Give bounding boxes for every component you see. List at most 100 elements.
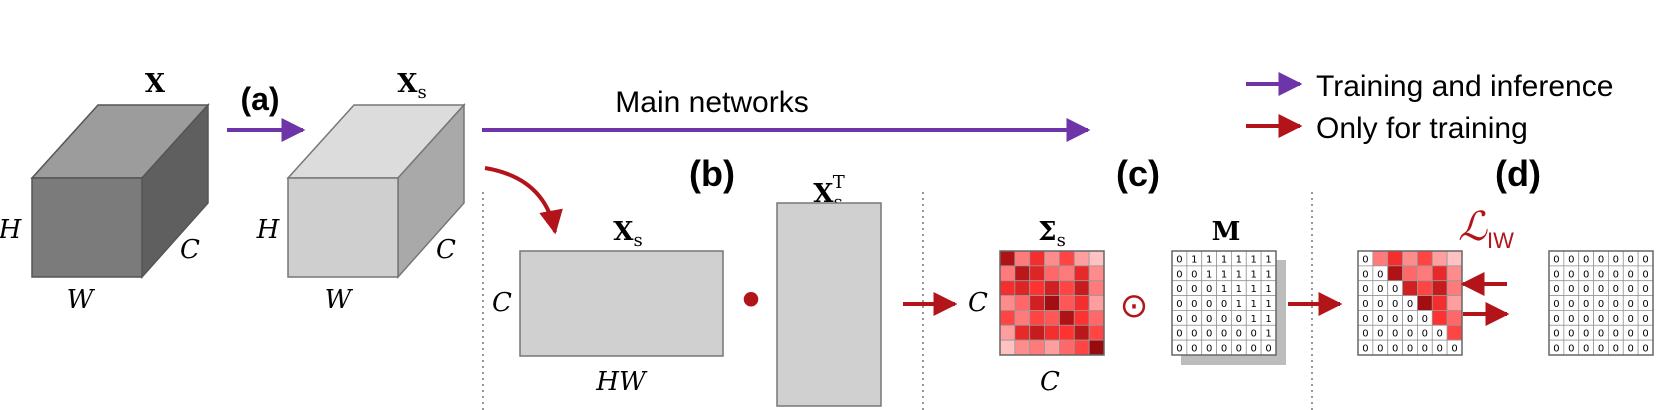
- zero-cell-text: 0: [1598, 299, 1604, 310]
- mask-cell-text: 1: [1265, 269, 1271, 280]
- sigma-cell: [1059, 265, 1075, 282]
- upper-cell-text: 0: [1392, 344, 1398, 355]
- sigma-cell: [1044, 310, 1060, 326]
- zero-cell-text: 0: [1553, 329, 1559, 340]
- zero-cell-text: 0: [1628, 269, 1634, 280]
- mask-cell-text: 0: [1206, 329, 1212, 340]
- sigma-cell: [1044, 250, 1060, 267]
- sigma-cell: [1044, 295, 1060, 311]
- cube-x-front: [31, 177, 143, 278]
- zero-cell-text: 0: [1613, 269, 1619, 280]
- upper-cell-text: 0: [1392, 314, 1398, 325]
- upper-cell: [1417, 295, 1433, 311]
- sigma-cell: [999, 265, 1016, 282]
- mask-cell-text: 1: [1236, 284, 1242, 295]
- zero-cell-text: 0: [1583, 344, 1589, 355]
- zero-cell-text: 0: [1553, 299, 1559, 310]
- mask-cell-text: 1: [1206, 254, 1212, 265]
- sigma-cell: [1029, 324, 1045, 341]
- upper-cell: [1446, 310, 1463, 326]
- legend-train-infer-label: Training and inference: [1316, 70, 1613, 103]
- zero-cell-text: 0: [1613, 314, 1619, 325]
- mask-cell-text: 0: [1176, 254, 1182, 265]
- sigma-cell: [1059, 324, 1075, 341]
- zero-cell-text: 0: [1628, 284, 1634, 295]
- sigma-cell: [1029, 339, 1045, 356]
- zero-cell-text: 0: [1628, 344, 1634, 355]
- panel-b-xs-label: Xs: [613, 217, 642, 251]
- upper-cell-text: 0: [1451, 344, 1457, 355]
- sigma-cell: [1029, 310, 1045, 326]
- sigma-cell: [1014, 324, 1031, 341]
- mask-cell-text: 0: [1236, 344, 1242, 355]
- mask-cell-text: 1: [1221, 254, 1227, 265]
- sigma-cell: [1044, 339, 1060, 356]
- zero-cell-text: 0: [1598, 329, 1604, 340]
- sigma-frame: [999, 250, 1105, 356]
- mask-cell-text: 1: [1265, 254, 1271, 265]
- legend-train-only-label: Only for training: [1316, 112, 1528, 145]
- zero-cell-text: 0: [1613, 299, 1619, 310]
- zero-cell-text: 0: [1583, 269, 1589, 280]
- zero-cell-text: 0: [1553, 269, 1559, 280]
- upper-cell: [1446, 250, 1463, 267]
- upper-cell: [1417, 250, 1433, 267]
- upper-cell-text: 0: [1362, 254, 1368, 265]
- upper-cell-text: 0: [1407, 314, 1413, 325]
- zero-cell-text: 0: [1613, 329, 1619, 340]
- sigma-cols-label: C: [1040, 367, 1060, 397]
- mask-cell-text: 0: [1251, 329, 1257, 340]
- sigma-cell: [1073, 250, 1090, 267]
- sigma-cell: [1014, 265, 1031, 282]
- upper-cell-text: 0: [1407, 344, 1413, 355]
- mask-cell-text: 0: [1206, 299, 1212, 310]
- sigma-cell: [1088, 280, 1105, 296]
- cube-xs-h-label: H: [256, 215, 281, 245]
- sigma-cell: [1059, 250, 1075, 267]
- sigma-cell: [1029, 250, 1045, 267]
- zero-cell-text: 0: [1568, 314, 1574, 325]
- zero-cell-text: 0: [1583, 314, 1589, 325]
- upper-cell-text: 0: [1422, 344, 1428, 355]
- upper-cell-text: 0: [1407, 299, 1413, 310]
- mask-cell-text: 0: [1176, 329, 1182, 340]
- upper-cell: [1446, 265, 1463, 282]
- zero-cell-text: 0: [1613, 254, 1619, 265]
- cube-x-label: X: [145, 69, 166, 99]
- zero-cell-text: 0: [1642, 299, 1648, 310]
- zero-cell-text: 0: [1642, 329, 1648, 340]
- mask-cell-text: 1: [1251, 299, 1257, 310]
- matrix-xs-transpose: [776, 202, 882, 407]
- sigma-cell: [999, 324, 1016, 341]
- sigma-cell: [1014, 280, 1031, 296]
- upper-cell: [1417, 280, 1433, 296]
- sigma-cell: [999, 250, 1016, 267]
- mask-cell-text: 0: [1265, 344, 1271, 355]
- mask-cell-text: 1: [1221, 284, 1227, 295]
- zero-cell-text: 0: [1583, 329, 1589, 340]
- curved-arrow-to-b: [484, 166, 563, 235]
- mask-cell-text: 0: [1206, 284, 1212, 295]
- sigma-cell: [1073, 324, 1090, 341]
- upper-cell-text: 0: [1362, 329, 1368, 340]
- sigma-cell: [1059, 339, 1075, 356]
- sigma-cell: [999, 280, 1016, 296]
- zero-cell-text: 0: [1568, 299, 1574, 310]
- panel-b: (b) Xs C HW • XsT: [492, 153, 882, 407]
- mask-cell-text: 1: [1251, 314, 1257, 325]
- mask-cell-text: 0: [1191, 329, 1197, 340]
- upper-cell-text: 0: [1392, 299, 1398, 310]
- zero-cell-text: 0: [1598, 314, 1604, 325]
- zero-cell-text: 0: [1642, 284, 1648, 295]
- mask-cell-text: 1: [1206, 269, 1212, 280]
- mask-cell-text: 1: [1236, 254, 1242, 265]
- upper-frame: [1357, 250, 1463, 356]
- sigma-cell: [1088, 339, 1105, 356]
- sigma-cell: [1059, 280, 1075, 296]
- sigma-heatmap: [999, 250, 1105, 356]
- upper-cell: [1431, 280, 1448, 296]
- zero-cell-text: 0: [1642, 269, 1648, 280]
- mask-cell-text: 0: [1236, 329, 1242, 340]
- zero-cell-text: 0: [1568, 329, 1574, 340]
- sigma-cell: [1029, 295, 1045, 311]
